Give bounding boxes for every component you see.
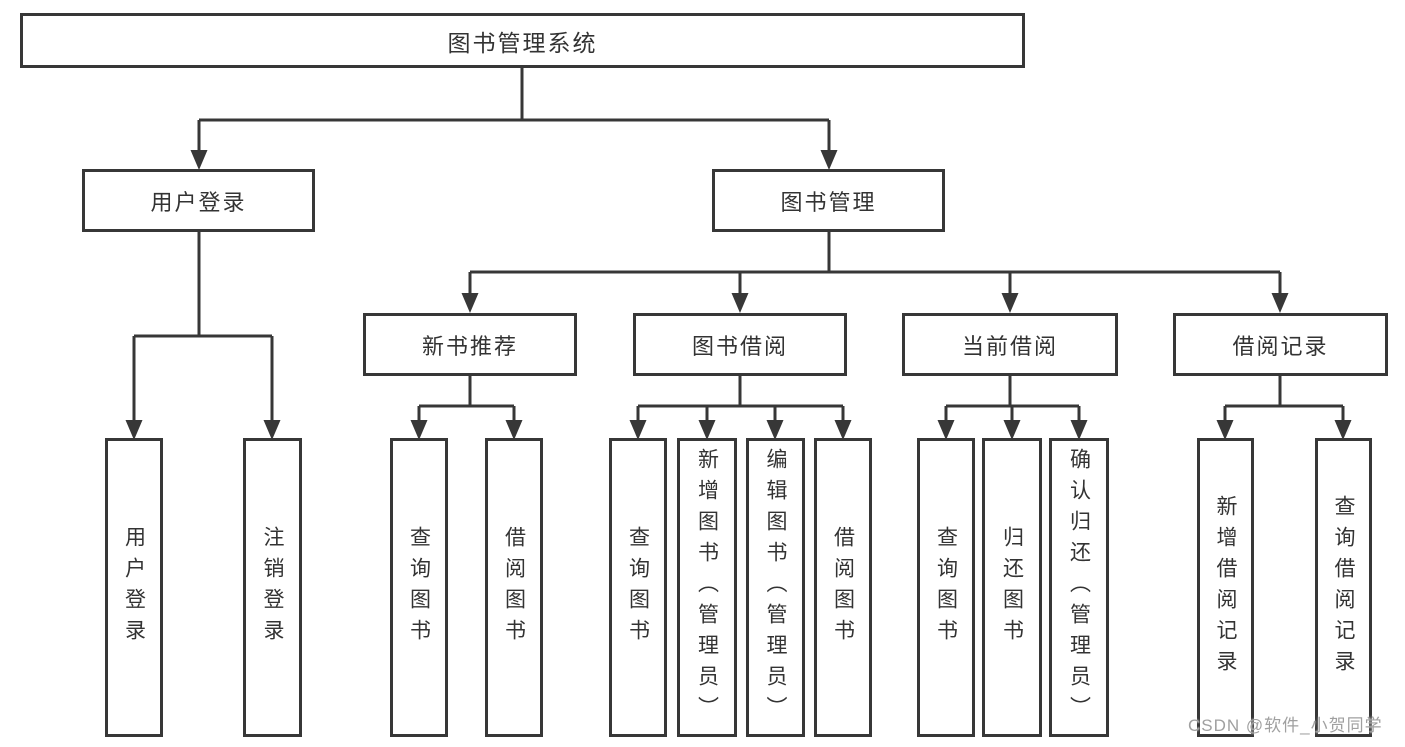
leaf-confirm-return-admin-label: 确认归还（管理员） [1067,448,1091,727]
leaf-borrow-books-label: 借阅图书 [831,525,855,650]
node-book-borrow-label: 图书借阅 [691,333,788,359]
leaf-query-books-recommend-label: 查询图书 [407,525,431,650]
leaf-edit-book-admin: 编辑图书（管理员） [746,438,805,737]
leaf-add-book-admin-label: 新增图书（管理员） [695,448,719,727]
node-library-management-system: 图书管理系统 [20,13,1025,68]
leaf-logout: 注销登录 [243,438,302,737]
arrowhead-icon [125,150,1352,440]
node-borrow-records: 借阅记录 [1173,313,1388,376]
node-book-borrow: 图书借阅 [633,313,847,376]
leaf-borrow-books: 借阅图书 [814,438,872,737]
leaf-return-books: 归还图书 [982,438,1042,737]
node-book-management-label: 图书管理 [780,189,877,215]
leaf-user-login-label: 用户登录 [122,525,146,650]
leaf-edit-book-admin-label: 编辑图书（管理员） [764,448,787,727]
leaf-query-books-recommend: 查询图书 [390,438,448,737]
leaf-query-books-borrow-label: 查询图书 [626,525,650,650]
leaf-borrow-books-recommend-label: 借阅图书 [502,525,526,650]
leaf-query-borrow-record-label: 查询借阅记录 [1332,494,1355,681]
leaf-add-borrow-record: 新增借阅记录 [1197,438,1254,737]
leaf-user-login: 用户登录 [105,438,163,737]
leaf-add-borrow-record-label: 新增借阅记录 [1214,494,1237,681]
leaf-query-borrow-record: 查询借阅记录 [1315,438,1372,737]
node-new-book-recommend: 新书推荐 [363,313,577,376]
node-borrow-records-label: 借阅记录 [1232,333,1329,359]
leaf-query-books-borrow: 查询图书 [609,438,667,737]
node-user-login-label: 用户登录 [150,189,247,215]
leaf-confirm-return-admin: 确认归还（管理员） [1049,438,1109,737]
leaf-return-books-label: 归还图书 [1000,525,1024,650]
node-library-management-system-label: 图书管理系统 [447,29,598,56]
watermark: CSDN @软件_小贺同学 [1188,716,1383,735]
node-current-borrow: 当前借阅 [902,313,1118,376]
leaf-borrow-books-recommend: 借阅图书 [485,438,543,737]
connector-path [132,68,1345,424]
node-current-borrow-label: 当前借阅 [961,333,1058,359]
node-user-login: 用户登录 [82,169,315,232]
leaf-add-book-admin: 新增图书（管理员） [677,438,737,737]
node-new-book-recommend-label: 新书推荐 [421,333,518,359]
leaf-query-books-current: 查询图书 [917,438,975,737]
leaf-logout-label: 注销登录 [261,525,284,650]
leaf-query-books-current-label: 查询图书 [934,525,958,650]
node-book-management: 图书管理 [712,169,945,232]
